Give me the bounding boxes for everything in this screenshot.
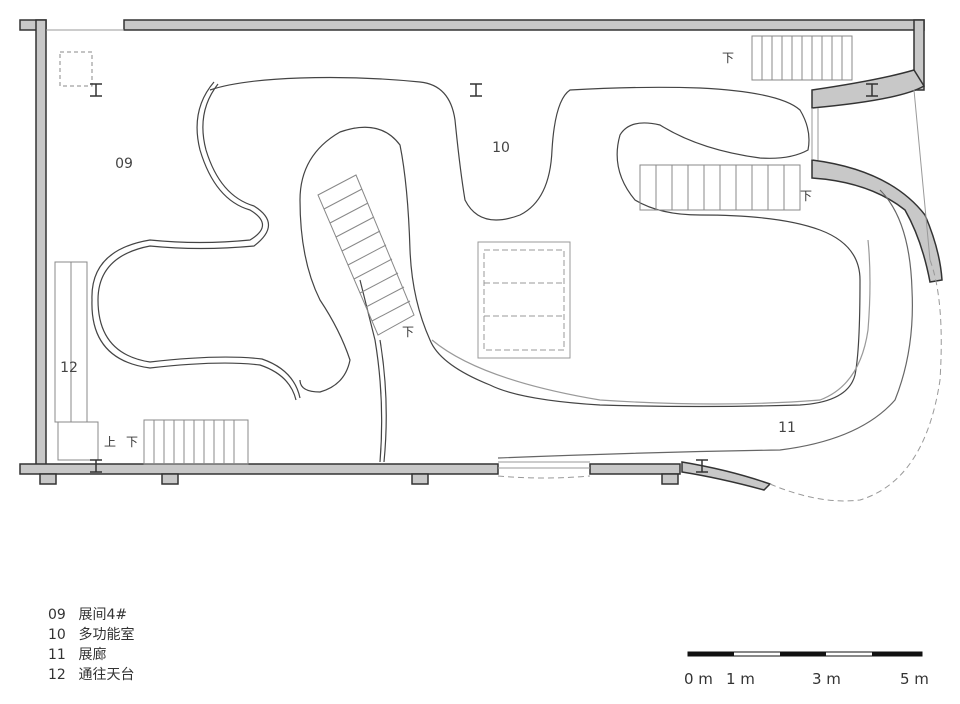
curve-10 xyxy=(209,76,861,408)
curved-wall-bottom xyxy=(681,461,772,491)
stair-mark-down: 下 xyxy=(722,51,734,65)
scale-label: 0 m xyxy=(684,670,713,688)
stair-treads xyxy=(323,188,411,322)
dashed-terrace xyxy=(497,475,591,479)
gallery-walls xyxy=(91,76,913,463)
section-marker xyxy=(470,83,482,97)
column xyxy=(661,473,679,485)
legend-item: 09 展间4# xyxy=(48,607,128,623)
section-marker xyxy=(866,83,878,97)
scale-label: 3 m xyxy=(812,670,841,688)
landing xyxy=(57,421,99,461)
column xyxy=(39,473,57,485)
section-markers xyxy=(90,83,878,473)
curve-09-inner xyxy=(97,83,301,399)
legend-item: 11 展廊 xyxy=(48,647,107,663)
room-label-11: 11 xyxy=(778,420,796,436)
wall-right-top xyxy=(913,19,925,91)
stair-mark-down: 下 xyxy=(800,189,812,203)
stairs xyxy=(54,35,853,465)
wall-bottom-mid xyxy=(589,463,681,475)
section-marker xyxy=(90,83,102,97)
center-table xyxy=(483,249,565,351)
stair-treads xyxy=(761,36,843,80)
column xyxy=(161,473,179,485)
legend-item: 12 通往天台 xyxy=(48,667,135,683)
stair-diagonal xyxy=(317,174,415,336)
curve-11-inner xyxy=(431,239,871,405)
wall-top xyxy=(123,19,925,31)
curve-09 xyxy=(91,81,297,401)
scale-label: 1 m xyxy=(726,670,755,688)
scale-label: 5 m xyxy=(900,670,929,688)
scale-bar xyxy=(687,651,923,657)
exterior-walls xyxy=(19,19,925,485)
center-furniture xyxy=(477,241,571,359)
section-marker xyxy=(696,459,708,473)
wall-line xyxy=(913,89,931,261)
legend-item: 10 多功能室 xyxy=(48,627,135,643)
stair-bottom xyxy=(143,419,249,465)
curve-11-outer xyxy=(497,189,913,459)
curve-11-left-inner xyxy=(379,339,387,463)
center-frame xyxy=(477,241,571,359)
thin-lines xyxy=(46,29,942,502)
stair-treads xyxy=(655,165,785,210)
wall-left xyxy=(35,19,47,471)
room-label-12: 12 xyxy=(60,360,78,376)
legend: 09 展间4# 10 多功能室 11 展廊 12 通往天台 xyxy=(48,605,134,685)
curve-11-left xyxy=(359,279,383,463)
wall-bottom-left xyxy=(19,463,499,475)
room-label-10: 10 xyxy=(492,140,510,156)
stair-mark-down: 下 xyxy=(126,435,138,449)
shaft xyxy=(59,51,93,87)
section-marker xyxy=(90,459,102,473)
scale-labels: 0 m 1 m 3 m 5 m xyxy=(0,670,960,690)
curved-walls xyxy=(681,69,943,491)
room-label-09: 09 xyxy=(115,156,133,172)
stair-mark-down: 下 xyxy=(402,325,414,339)
column xyxy=(411,473,429,485)
curved-wall-upper xyxy=(811,69,926,109)
terrace-outline xyxy=(769,259,942,502)
stair-treads xyxy=(153,420,235,464)
stair-mark-up: 上 xyxy=(104,435,116,449)
